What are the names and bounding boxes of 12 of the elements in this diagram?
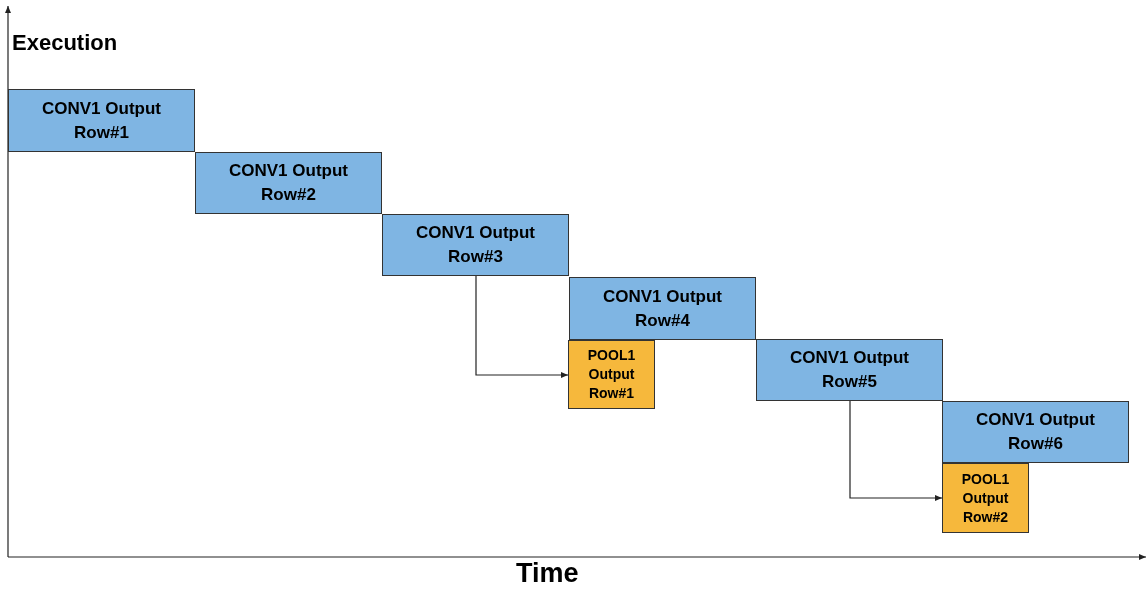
- arrow: [475, 275, 569, 378]
- task-block: CONV1 Output Row#3: [382, 214, 569, 276]
- pool-task-block: POOL1 Output Row#2: [942, 463, 1029, 533]
- pool-task-block: POOL1 Output Row#1: [568, 340, 655, 409]
- task-block: CONV1 Output Row#6: [942, 401, 1129, 463]
- task-block: CONV1 Output Row#4: [569, 277, 756, 340]
- task-block: CONV1 Output Row#1: [8, 89, 195, 152]
- arrow: [849, 400, 943, 501]
- task-block: CONV1 Output Row#5: [756, 339, 943, 401]
- task-block: CONV1 Output Row#2: [195, 152, 382, 214]
- axis-title: Time: [516, 558, 579, 589]
- axis-title: Execution: [12, 30, 118, 56]
